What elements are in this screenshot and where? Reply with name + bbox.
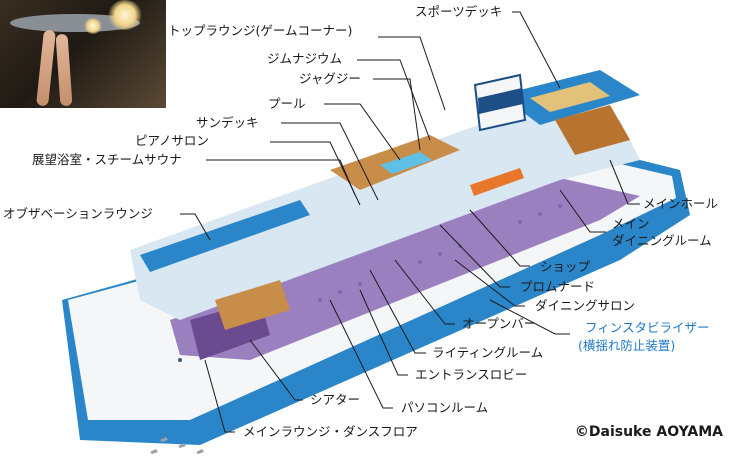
photo-lamp — [84, 18, 102, 34]
observation-roof — [140, 200, 310, 272]
sports-court — [530, 82, 610, 112]
label-main-hall: メインホール — [643, 196, 719, 211]
label-sun-deck: サンデッキ — [196, 115, 259, 130]
label-jacuzzi: ジャグジー — [299, 71, 361, 86]
promenade-deck — [170, 178, 640, 360]
label-fin-stabilizer-1: フィンスタビライザー — [585, 320, 710, 335]
label-sports-deck: スポーツデッキ — [415, 4, 503, 19]
label-writing-room: ライティングルーム — [432, 345, 544, 360]
main-hall-shape — [555, 105, 630, 155]
label-shop: ショップ — [540, 259, 591, 274]
label-theater: シアター — [310, 392, 361, 407]
label-dining-salon: ダイニングサロン — [535, 298, 636, 313]
birds — [150, 437, 204, 454]
funnel-stripe — [478, 88, 523, 114]
label-main-lounge: メインラウンジ・ダンスフロア — [243, 424, 418, 439]
label-bath-sauna: 展望浴室・スチームサウナ — [32, 152, 182, 167]
label-main-dining-1: メイン — [612, 216, 650, 231]
label-open-bar: オープンバー — [462, 316, 537, 331]
pool-shape — [380, 152, 432, 174]
label-observation-lounge: オブザベーションラウンジ — [3, 206, 153, 221]
photo-lamp — [108, 0, 142, 30]
credit: ©Daisuke AOYAMA — [574, 424, 723, 440]
lifeboat — [470, 168, 524, 196]
label-pc-room: パソコンルーム — [401, 400, 489, 415]
label-top-lounge: トップラウンジ(ゲームコーナー) — [168, 23, 353, 38]
label-entrance-lobby: エントランスロビー — [415, 367, 528, 382]
label-pool: プール — [268, 96, 306, 111]
label-fin-stabilizer-2: (横揺れ防止装置) — [578, 338, 676, 353]
upper-deck — [130, 110, 640, 320]
photo-table — [10, 14, 140, 32]
leader-lines — [180, 11, 640, 433]
label-main-dining-2: ダイニングルーム — [612, 233, 712, 248]
lounge-shape — [215, 280, 290, 330]
label-promenade: プロムナード — [520, 279, 596, 294]
label-piano-salon: ピアノサロン — [135, 133, 209, 148]
label-gymnasium: ジムナジウム — [267, 51, 343, 66]
inset-photo — [0, 0, 166, 108]
